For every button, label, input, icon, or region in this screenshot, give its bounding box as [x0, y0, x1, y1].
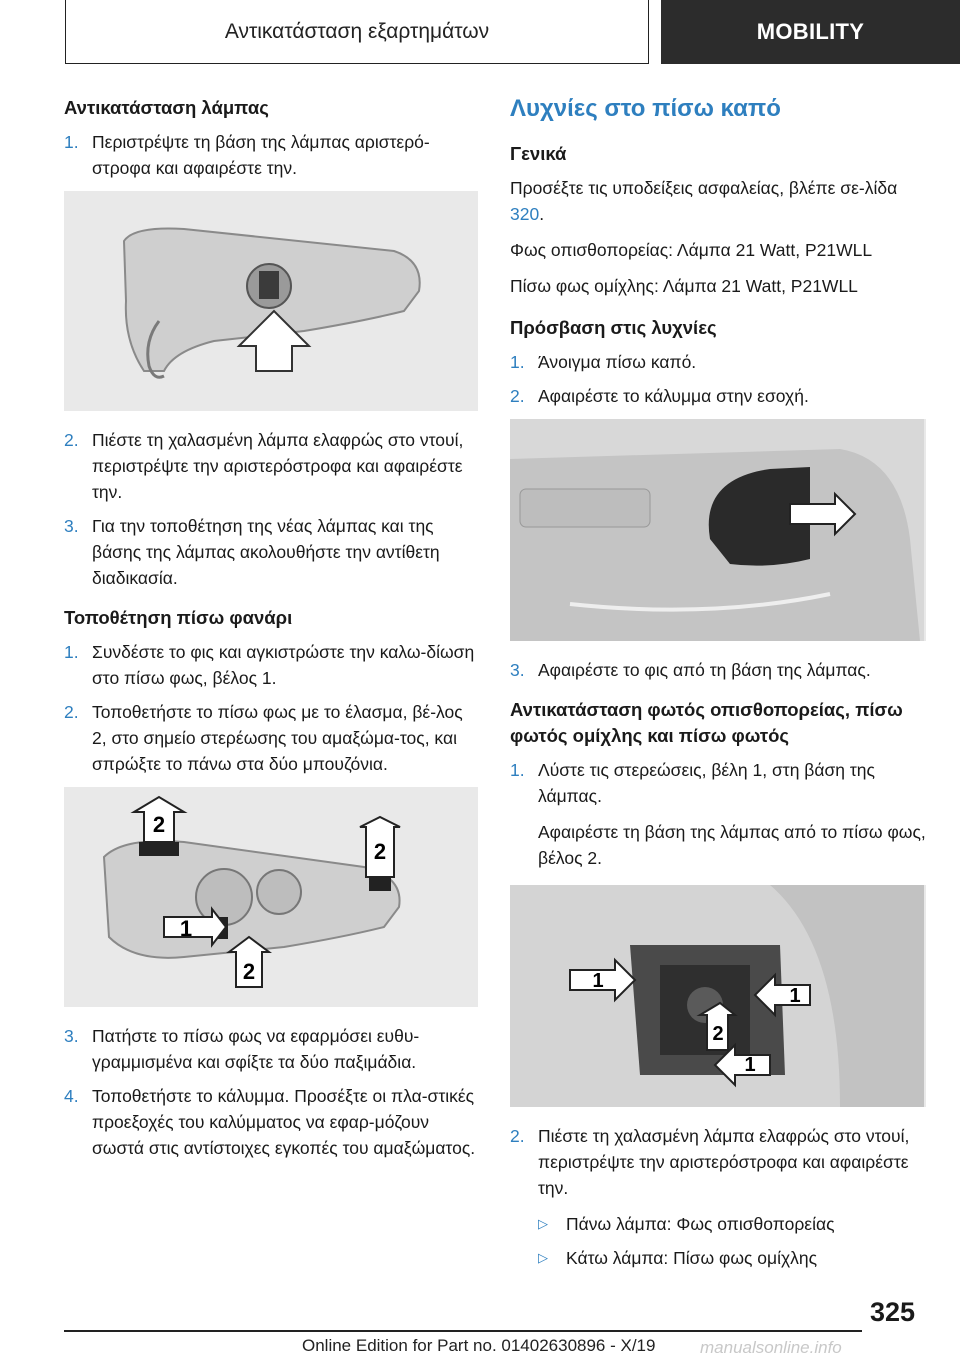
- safety-note: Προσέξτε τις υποδείξεις ασφαλείας, βλέπε…: [510, 178, 898, 224]
- figure-taillight-mounting: 2 2 1 2: [64, 787, 478, 1007]
- section-title: Λυχνίες στο πίσω καπό: [510, 95, 781, 122]
- page-number: 325: [870, 1297, 916, 1327]
- arrow-label: 1: [592, 970, 603, 992]
- lamp-socket-illustration: [122, 227, 421, 379]
- heading-bulb-replacement: Αντικατάσταση λάμπας: [64, 97, 269, 118]
- arrow-label: 1: [744, 1054, 755, 1076]
- trunk-cover-illustration: [510, 419, 924, 641]
- list-item: 1.Συνδέστε το φις και αγκιστρώστε την κα…: [64, 642, 475, 688]
- list-item: 1.Άνοιγμα πίσω καπό.: [510, 352, 697, 372]
- list-item: 3.Αφαιρέστε το φις από τη βάση της λάμπα…: [510, 660, 871, 680]
- figure-lamp-holder: 1 1 2 1: [510, 885, 926, 1107]
- steps-install-taillight: 1.Συνδέστε το φις και αγκιστρώστε την κα…: [64, 639, 478, 777]
- list-item: 3.Πατήστε το πίσω φως να εφαρμόσει ευθυ-…: [64, 1026, 420, 1072]
- list-item: 4.Τοποθετήστε το κάλυμμα. Προσέξτε οι πλ…: [64, 1086, 476, 1158]
- triangle-bullet-icon: ▷: [538, 1250, 548, 1265]
- list-item: 2.Αφαιρέστε το κάλυμμα στην εσοχή.: [510, 386, 809, 406]
- page-link[interactable]: 320: [510, 204, 540, 224]
- arrow-label: 2: [374, 839, 386, 864]
- footer-edition: Online Edition for Part no. 01402630896 …: [302, 1336, 656, 1355]
- arrow-label: 1: [789, 985, 800, 1007]
- lamp-holder-illustration: 1 1 2 1: [510, 885, 924, 1107]
- list-item: 2.Τοποθετήστε το πίσω φως με το έλασμα, …: [64, 702, 463, 774]
- arrow-label: 2: [243, 959, 255, 984]
- heading-install-taillight: Τοποθέτηση πίσω φανάρι: [64, 607, 293, 628]
- figure-trunk-cover: [510, 419, 926, 641]
- right-column: Λυχνίες στο πίσω καπό Γενικά Προσέξτε τι…: [510, 95, 926, 1271]
- list-item: 2.Πιέστε τη χαλασμένη λάμπα ελαφρώς στο …: [64, 430, 464, 502]
- header-brand-tab: MOBILITY: [661, 0, 960, 64]
- reverse-light-spec: Φως οπισθοπορείας: Λάμπα 21 Watt, P21WLL: [510, 240, 873, 260]
- list-item: 1.Λύστε τις στερεώσεις, βέλη 1, στη βάση…: [510, 760, 875, 806]
- left-column: Αντικατάσταση λάμπας 1.Περιστρέψτε τη βά…: [64, 95, 478, 1171]
- fog-light-spec: Πίσω φως ομίχλης: Λάμπα 21 Watt, P21WLL: [510, 276, 858, 296]
- list-item: 2.Πιέστε τη χαλασμένη λάμπα ελαφρώς στο …: [510, 1126, 910, 1198]
- header-section-title: Αντικατάσταση εξαρτημάτων: [65, 0, 649, 64]
- heading-general: Γενικά: [510, 143, 567, 164]
- heading-access: Πρόσβαση στις λυχνίες: [510, 317, 717, 338]
- triangle-bullet-icon: ▷: [538, 1216, 548, 1231]
- steps-bulb-replacement: 1.Περιστρέψτε τη βάση της λάμπας αριστερ…: [64, 129, 478, 181]
- heading-replacement: Αντικατάσταση φωτός οπισθοπορείας, πίσω …: [510, 699, 903, 746]
- list-item: 3.Για την τοποθέτηση της νέας λάμπας και…: [64, 516, 440, 588]
- list-item: 1.Περιστρέψτε τη βάση της λάμπας αριστερ…: [64, 132, 430, 178]
- step-detail: Αφαιρέστε τη βάση της λάμπας από το πίσω…: [538, 822, 926, 868]
- arrow-label: 2: [712, 1023, 723, 1045]
- figure-lamp-socket: [64, 191, 478, 411]
- arrow-label: 1: [180, 916, 192, 941]
- arrow-label: 2: [153, 812, 165, 837]
- footer-divider: [64, 1330, 862, 1332]
- bullet-item: ▷Πάνω λάμπα: Φως οπισθοπορείας: [538, 1211, 926, 1237]
- watermark: manualsonline.info: [700, 1338, 842, 1357]
- bullet-item: ▷Κάτω λάμπα: Πίσω φως ομίχλης: [538, 1245, 926, 1271]
- taillight-mounting-illustration: 2 2 1 2: [102, 795, 401, 988]
